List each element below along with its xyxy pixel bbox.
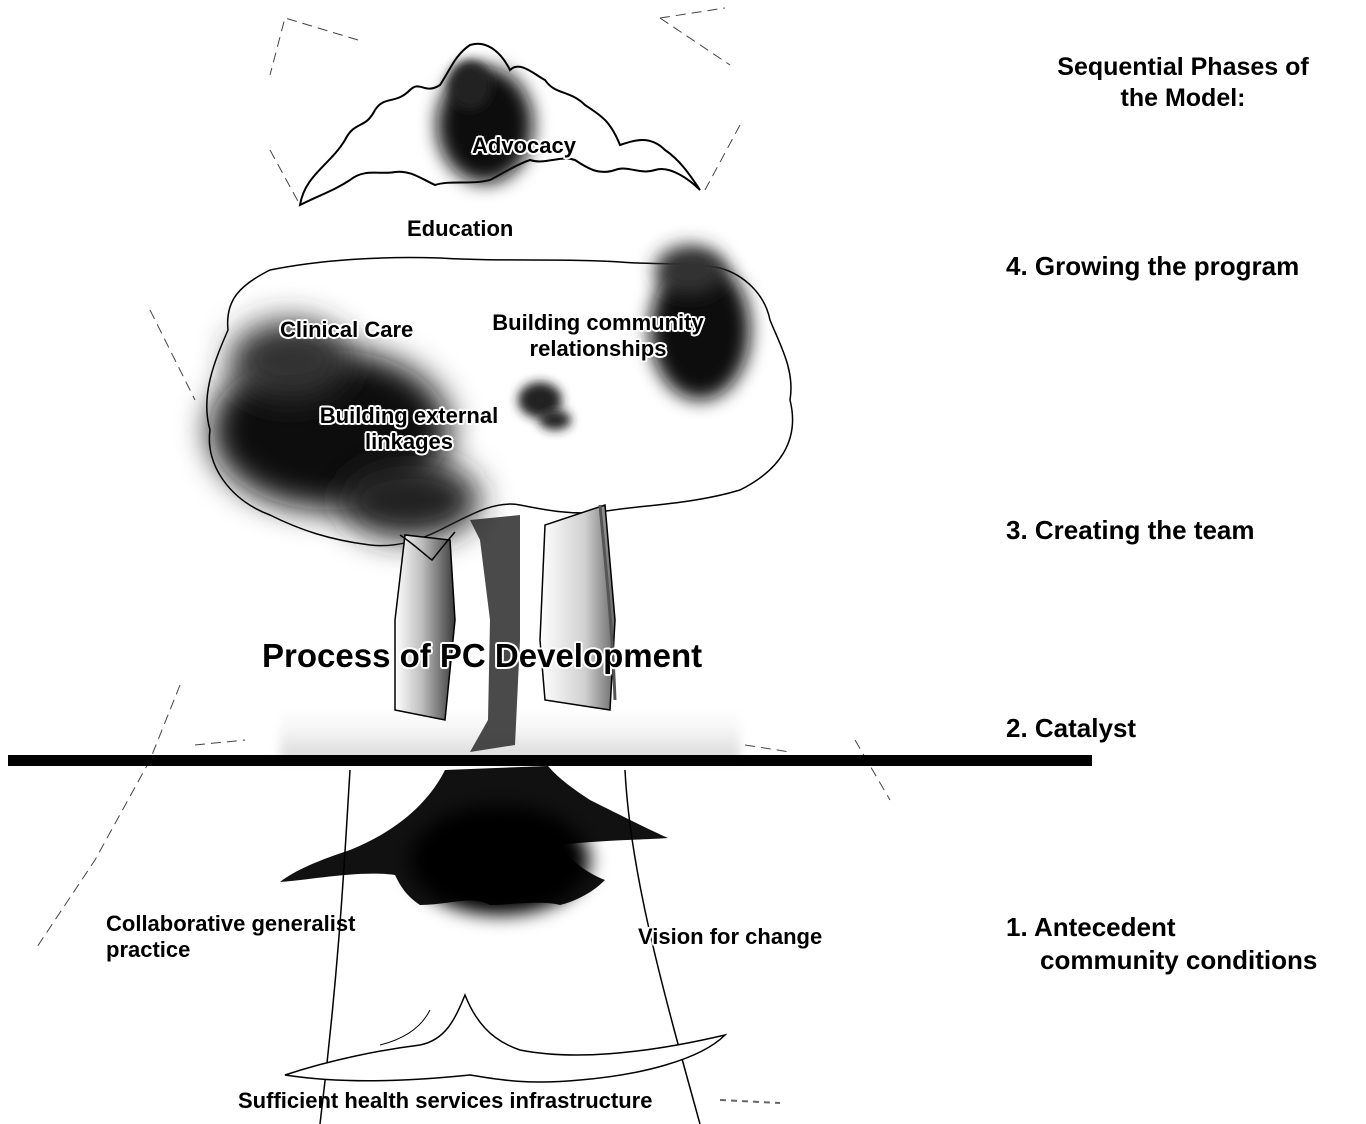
phase-1-line2: community conditions	[1040, 944, 1318, 975]
roots-right-label: Vision for change	[638, 924, 823, 949]
advocacy-label: Advocacy	[472, 133, 576, 158]
community-line1: Building community	[492, 310, 704, 335]
phase-1-line1: 1. Antecedent	[1006, 912, 1176, 942]
phases-heading: Sequential Phases of the Model:	[1030, 52, 1336, 115]
linkages-line2: linkages	[364, 429, 454, 455]
community-relationships-label: Building community relationships	[466, 310, 730, 363]
phase-2-label: 2. Catalyst	[1006, 713, 1137, 743]
main-crown	[206, 245, 794, 547]
upper-crown	[298, 42, 701, 207]
community-line2: relationships	[529, 336, 667, 362]
phase-4-label: 4. Growing the program	[1006, 251, 1300, 281]
trunk-title: Process of PC Development	[262, 637, 703, 674]
phase-1-label: 1. Antecedent community conditions	[1006, 911, 1317, 976]
education-label: Education	[407, 216, 514, 241]
trunk	[394, 503, 617, 752]
clinical-care-label: Clinical Care	[280, 317, 414, 342]
perspective-lines	[34, 7, 891, 951]
linkages-line1: Building external	[319, 403, 499, 428]
roots-left-label: Collaborative generalist practice	[106, 911, 355, 964]
roots-left-line2: practice	[106, 937, 191, 963]
roots-bottom-label: Sufficient health services infrastructur…	[238, 1088, 653, 1113]
phases-heading-line2: the Model:	[1120, 84, 1246, 113]
phase-3-label: 3. Creating the team	[1006, 515, 1255, 545]
roots-left-line1: Collaborative generalist	[106, 911, 356, 936]
catalyst-line	[8, 755, 1092, 766]
roots	[280, 766, 781, 1124]
phases-heading-line1: Sequential Phases of	[1057, 53, 1309, 81]
external-linkages-label: Building external linkages	[296, 403, 522, 456]
